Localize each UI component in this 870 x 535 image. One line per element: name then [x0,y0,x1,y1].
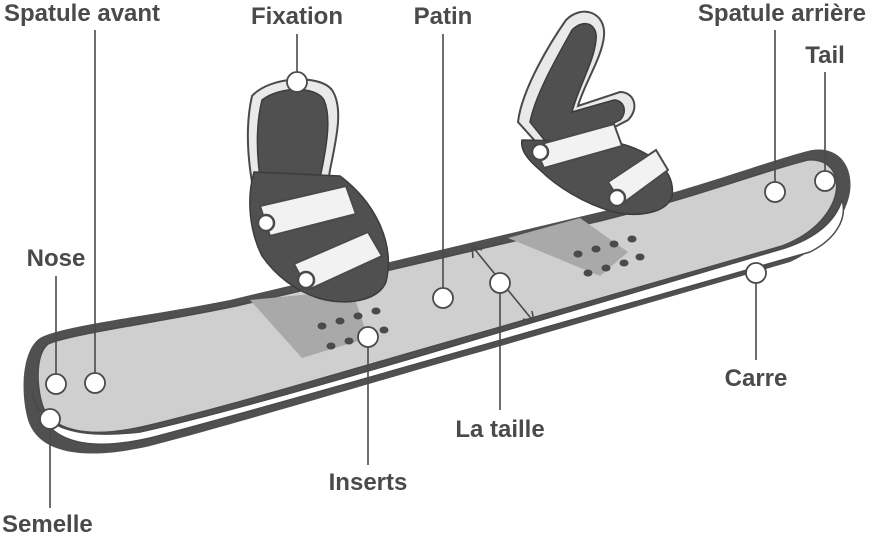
label-fixation: Fixation [251,3,343,30]
rear-binding-buckle [530,142,550,162]
marker-spatule-arriere [764,181,786,203]
marker-inserts [357,326,379,348]
label-semelle: Semelle [2,511,93,535]
marker-patin [432,287,454,309]
label-inserts: Inserts [329,469,408,496]
label-nose: Nose [27,245,86,272]
label-patin: Patin [414,3,473,30]
front-insert-holes [317,307,389,350]
marker-nose [45,373,67,395]
label-spatule-arriere: Spatule arrière [698,0,866,27]
marker-la-taille [489,272,511,294]
label-spatule-avant: Spatule avant [4,0,160,27]
front-binding [246,78,390,303]
marker-spatule-avant [84,372,106,394]
front-binding-buckle [256,213,276,233]
rear-stance-shadow [508,218,628,276]
rear-binding-toe-buckle [607,188,627,208]
marker-semelle [39,408,61,430]
marker-dots [39,71,836,430]
marker-carre [745,262,767,284]
label-la-taille: La taille [455,416,544,443]
marker-fixation [286,71,308,93]
label-tail: Tail [805,42,845,69]
board-base-edge [31,197,845,445]
rear-boot-shaft [529,22,625,153]
label-carre: Carre [725,365,788,392]
marker-tail [814,170,836,192]
rear-binding [516,10,674,215]
leader-lines [49,30,826,508]
front-binding-toe-buckle [296,270,316,290]
front-stance-shadow [250,290,368,358]
rear-insert-holes [573,235,645,277]
